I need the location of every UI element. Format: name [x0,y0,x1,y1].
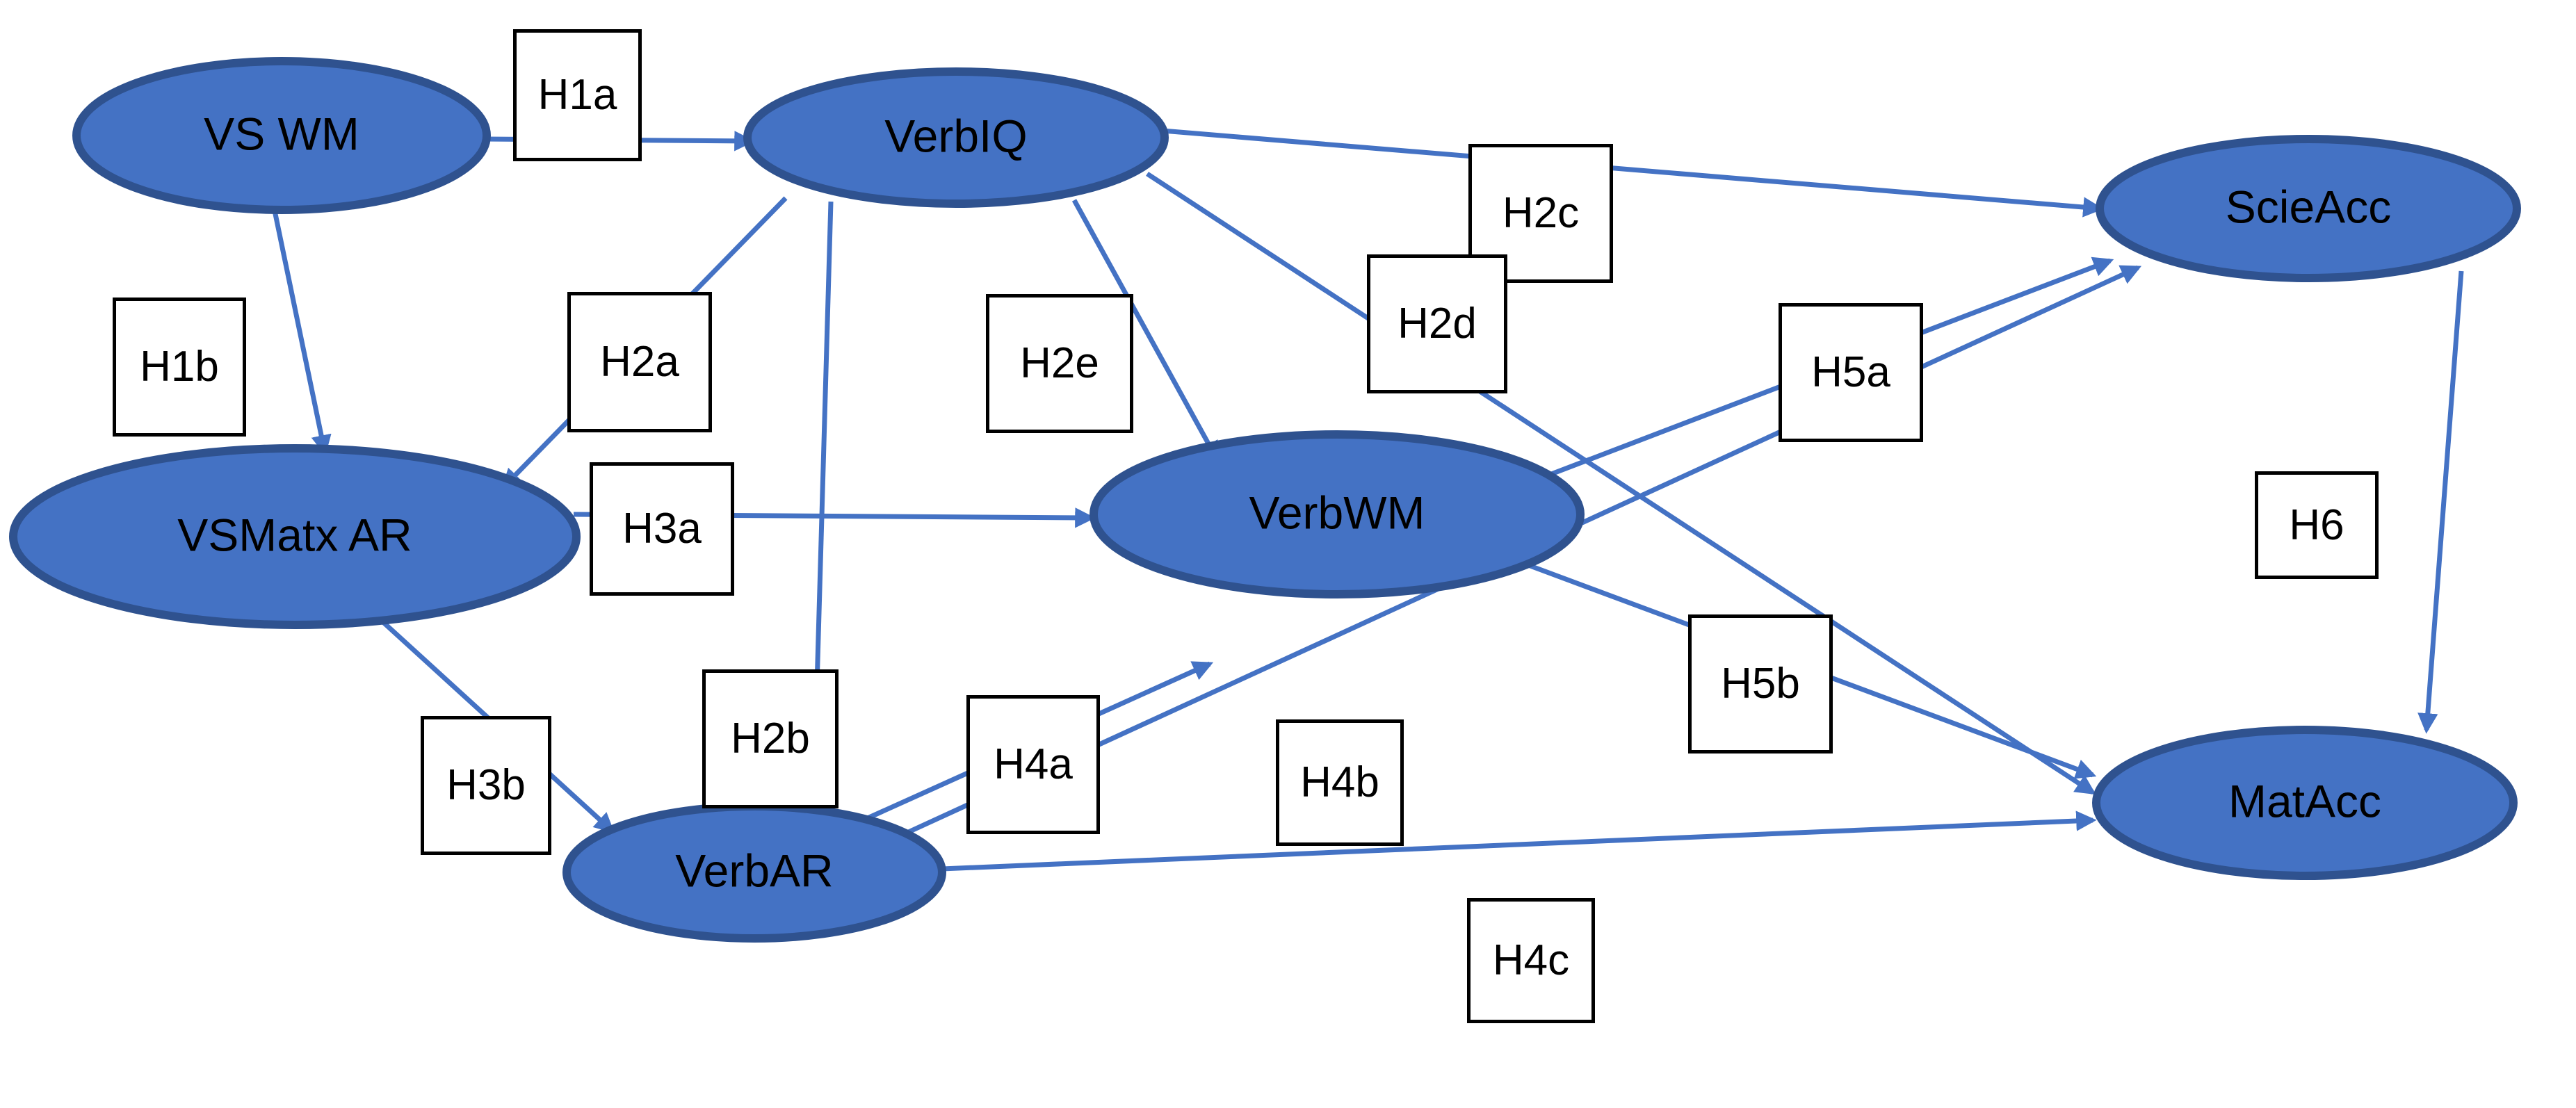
hypothesis-label-text: H6 [2289,500,2344,549]
node-verbiq[interactable]: VerbIQ [743,67,1169,208]
hypothesis-label-text: H3b [446,761,526,809]
node-vswm[interactable]: VS WM [72,57,491,214]
hypothesis-label-text: H2e [1020,339,1099,387]
node-ellipse-scieacc[interactable] [2096,135,2521,282]
hypothesis-label-h2e: H2e [986,294,1133,433]
hypothesis-label-text: H1a [537,71,617,119]
node-vsmatxar[interactable]: VSMatx AR [9,444,581,629]
hypothesis-label-text: H2a [600,338,679,386]
hypothesis-label-text: H5a [1811,348,1890,396]
node-ellipse-verbiq[interactable] [743,67,1169,208]
hypothesis-label-h1a: H1a [513,29,642,161]
hypothesis-label-text: H1b [140,343,219,391]
edge-h1b [272,210,332,456]
node-verbar[interactable]: VerbAR [562,802,946,943]
edge-h2c [1162,128,2104,218]
hypothesis-label-h3b: H3b [421,716,551,855]
hypothesis-label-text: H5b [1721,660,1800,708]
hypothesis-label-h2d: H2d [1367,254,1507,393]
hypothesis-label-h5a: H5a [1779,303,1923,442]
hypothesis-label-text: H3a [622,505,702,553]
hypothesis-label-text: H4c [1492,936,1570,984]
edge-h2e [1071,199,1220,462]
hypothesis-label-h4a: H4a [966,695,1100,834]
hypothesis-label-text: H2b [731,715,810,763]
hypothesis-label-h3a: H3a [590,462,734,596]
node-ellipse-vsmatxar[interactable] [9,444,581,629]
hypothesis-label-h6: H6 [2255,471,2379,579]
hypothesis-label-h1b: H1b [113,298,246,437]
node-ellipse-matacc[interactable] [2092,726,2518,880]
node-scieacc[interactable]: ScieAcc [2096,135,2521,282]
node-ellipse-verbar[interactable] [562,802,946,943]
edge-h2d [1146,172,2096,795]
node-verbwm[interactable]: VerbWM [1089,430,1585,598]
hypothesis-label-text: H2c [1502,189,1580,237]
hypothesis-label-h5b: H5b [1688,614,1833,753]
hypothesis-label-text: H2d [1398,300,1477,348]
node-matacc[interactable]: MatAcc [2092,726,2518,880]
hypothesis-label-h4c: H4c [1467,898,1595,1023]
node-ellipse-vswm[interactable] [72,57,491,214]
edge-h6 [2417,270,2464,734]
edge-h4c [941,810,2097,872]
hypothesis-label-text: H4b [1300,758,1379,806]
hypothesis-label-h4b: H4b [1276,719,1404,846]
hypothesis-label-h2b: H2b [702,669,839,808]
node-ellipse-verbwm[interactable] [1089,430,1585,598]
hypothesis-label-text: H4a [994,740,1073,788]
hypothesis-label-h2a: H2a [567,292,712,432]
